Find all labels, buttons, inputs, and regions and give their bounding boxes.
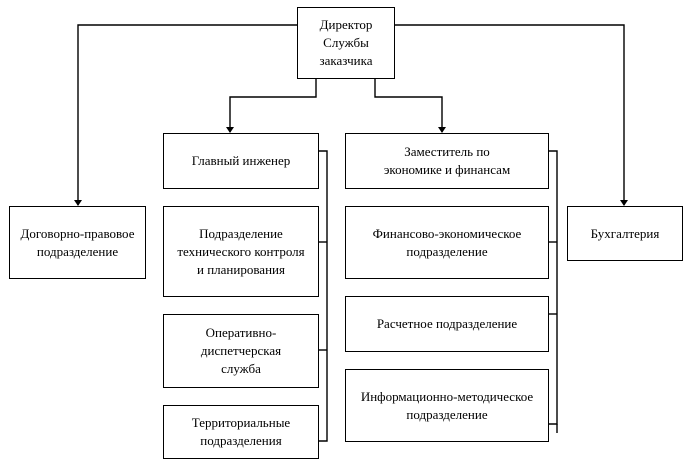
bracket-deputy-econ xyxy=(548,150,558,425)
node-dispatch: Оперативно- диспетчерская служба xyxy=(163,314,319,388)
node-accounting-label: Бухгалтерия xyxy=(590,225,660,241)
node-tech-control-label: Подразделение технического контроля и пл… xyxy=(177,225,305,277)
node-dispatch-label: Оперативно- диспетчерская служба xyxy=(200,325,282,376)
node-territorial-label: Территориальные подразделения xyxy=(191,415,291,448)
node-fin-econ-label: Финансово-экономическое подразделение xyxy=(372,225,522,259)
node-deputy-econ: Заместитель по экономике и финансам xyxy=(345,133,549,189)
node-director: Директор Службы заказчика xyxy=(297,7,395,79)
node-legal: Договорно-правовое подразделение xyxy=(9,206,146,279)
node-director-label: Директор Службы заказчика xyxy=(319,17,373,68)
node-territorial: Территориальные подразделения xyxy=(163,405,319,459)
edge-director-chief-engineer xyxy=(226,78,317,133)
node-deputy-econ-label: Заместитель по экономике и финансам xyxy=(383,144,511,177)
node-chief-engineer: Главный инженер xyxy=(163,133,319,189)
edge-director-accounting xyxy=(394,24,628,206)
node-settlement: Расчетное подразделение xyxy=(345,296,549,352)
node-info-method-label: Информационно-методическое подразделение xyxy=(360,388,534,422)
node-chief-engineer-label: Главный инженер xyxy=(191,153,291,168)
node-info-method: Информационно-методическое подразделение xyxy=(345,369,549,442)
edge-director-legal xyxy=(74,24,297,206)
node-fin-econ: Финансово-экономическое подразделение xyxy=(345,206,549,279)
bracket-chief-engineer xyxy=(318,150,328,442)
edge-director-deputy-econ xyxy=(374,78,446,133)
node-tech-control: Подразделение технического контроля и пл… xyxy=(163,206,319,297)
node-settlement-label: Расчетное подразделение xyxy=(376,316,518,331)
node-legal-label: Договорно-правовое подразделение xyxy=(20,225,135,259)
node-accounting: Бухгалтерия xyxy=(567,206,683,261)
